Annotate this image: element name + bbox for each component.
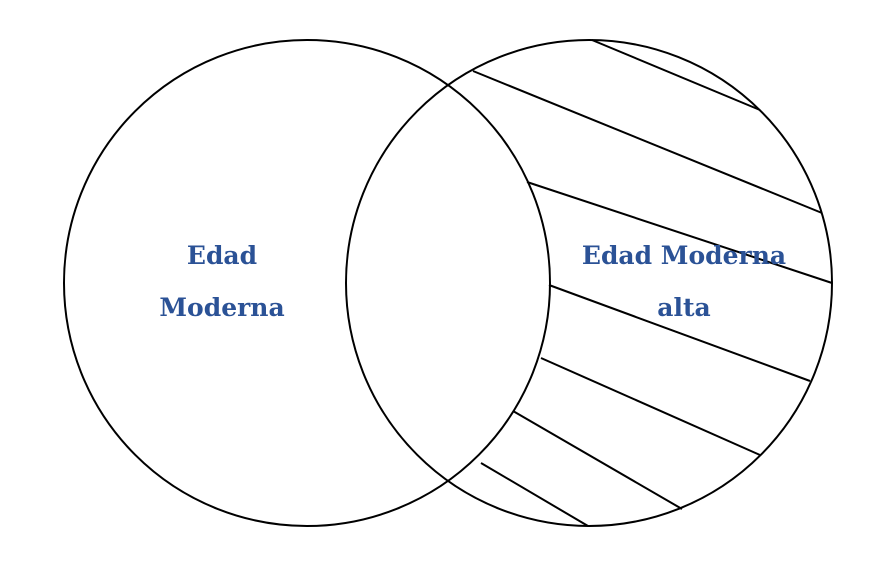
hatch-line xyxy=(591,39,761,111)
hatch-lines xyxy=(472,39,833,527)
hatch-line xyxy=(540,357,761,456)
circle-edad-moderna xyxy=(63,39,551,527)
hatch-line xyxy=(480,462,589,527)
right-label-line-2: alta xyxy=(657,293,710,322)
hatch-line xyxy=(548,284,811,382)
right-label-line-1: Edad Moderna xyxy=(582,241,786,270)
hatch-line xyxy=(512,410,683,510)
hatch-line xyxy=(526,181,833,284)
left-label-line-1: Edad xyxy=(187,241,257,270)
hatch-line xyxy=(472,70,823,214)
circle-edad-moderna-alta xyxy=(345,39,833,527)
left-label-line-2: Moderna xyxy=(159,293,284,322)
